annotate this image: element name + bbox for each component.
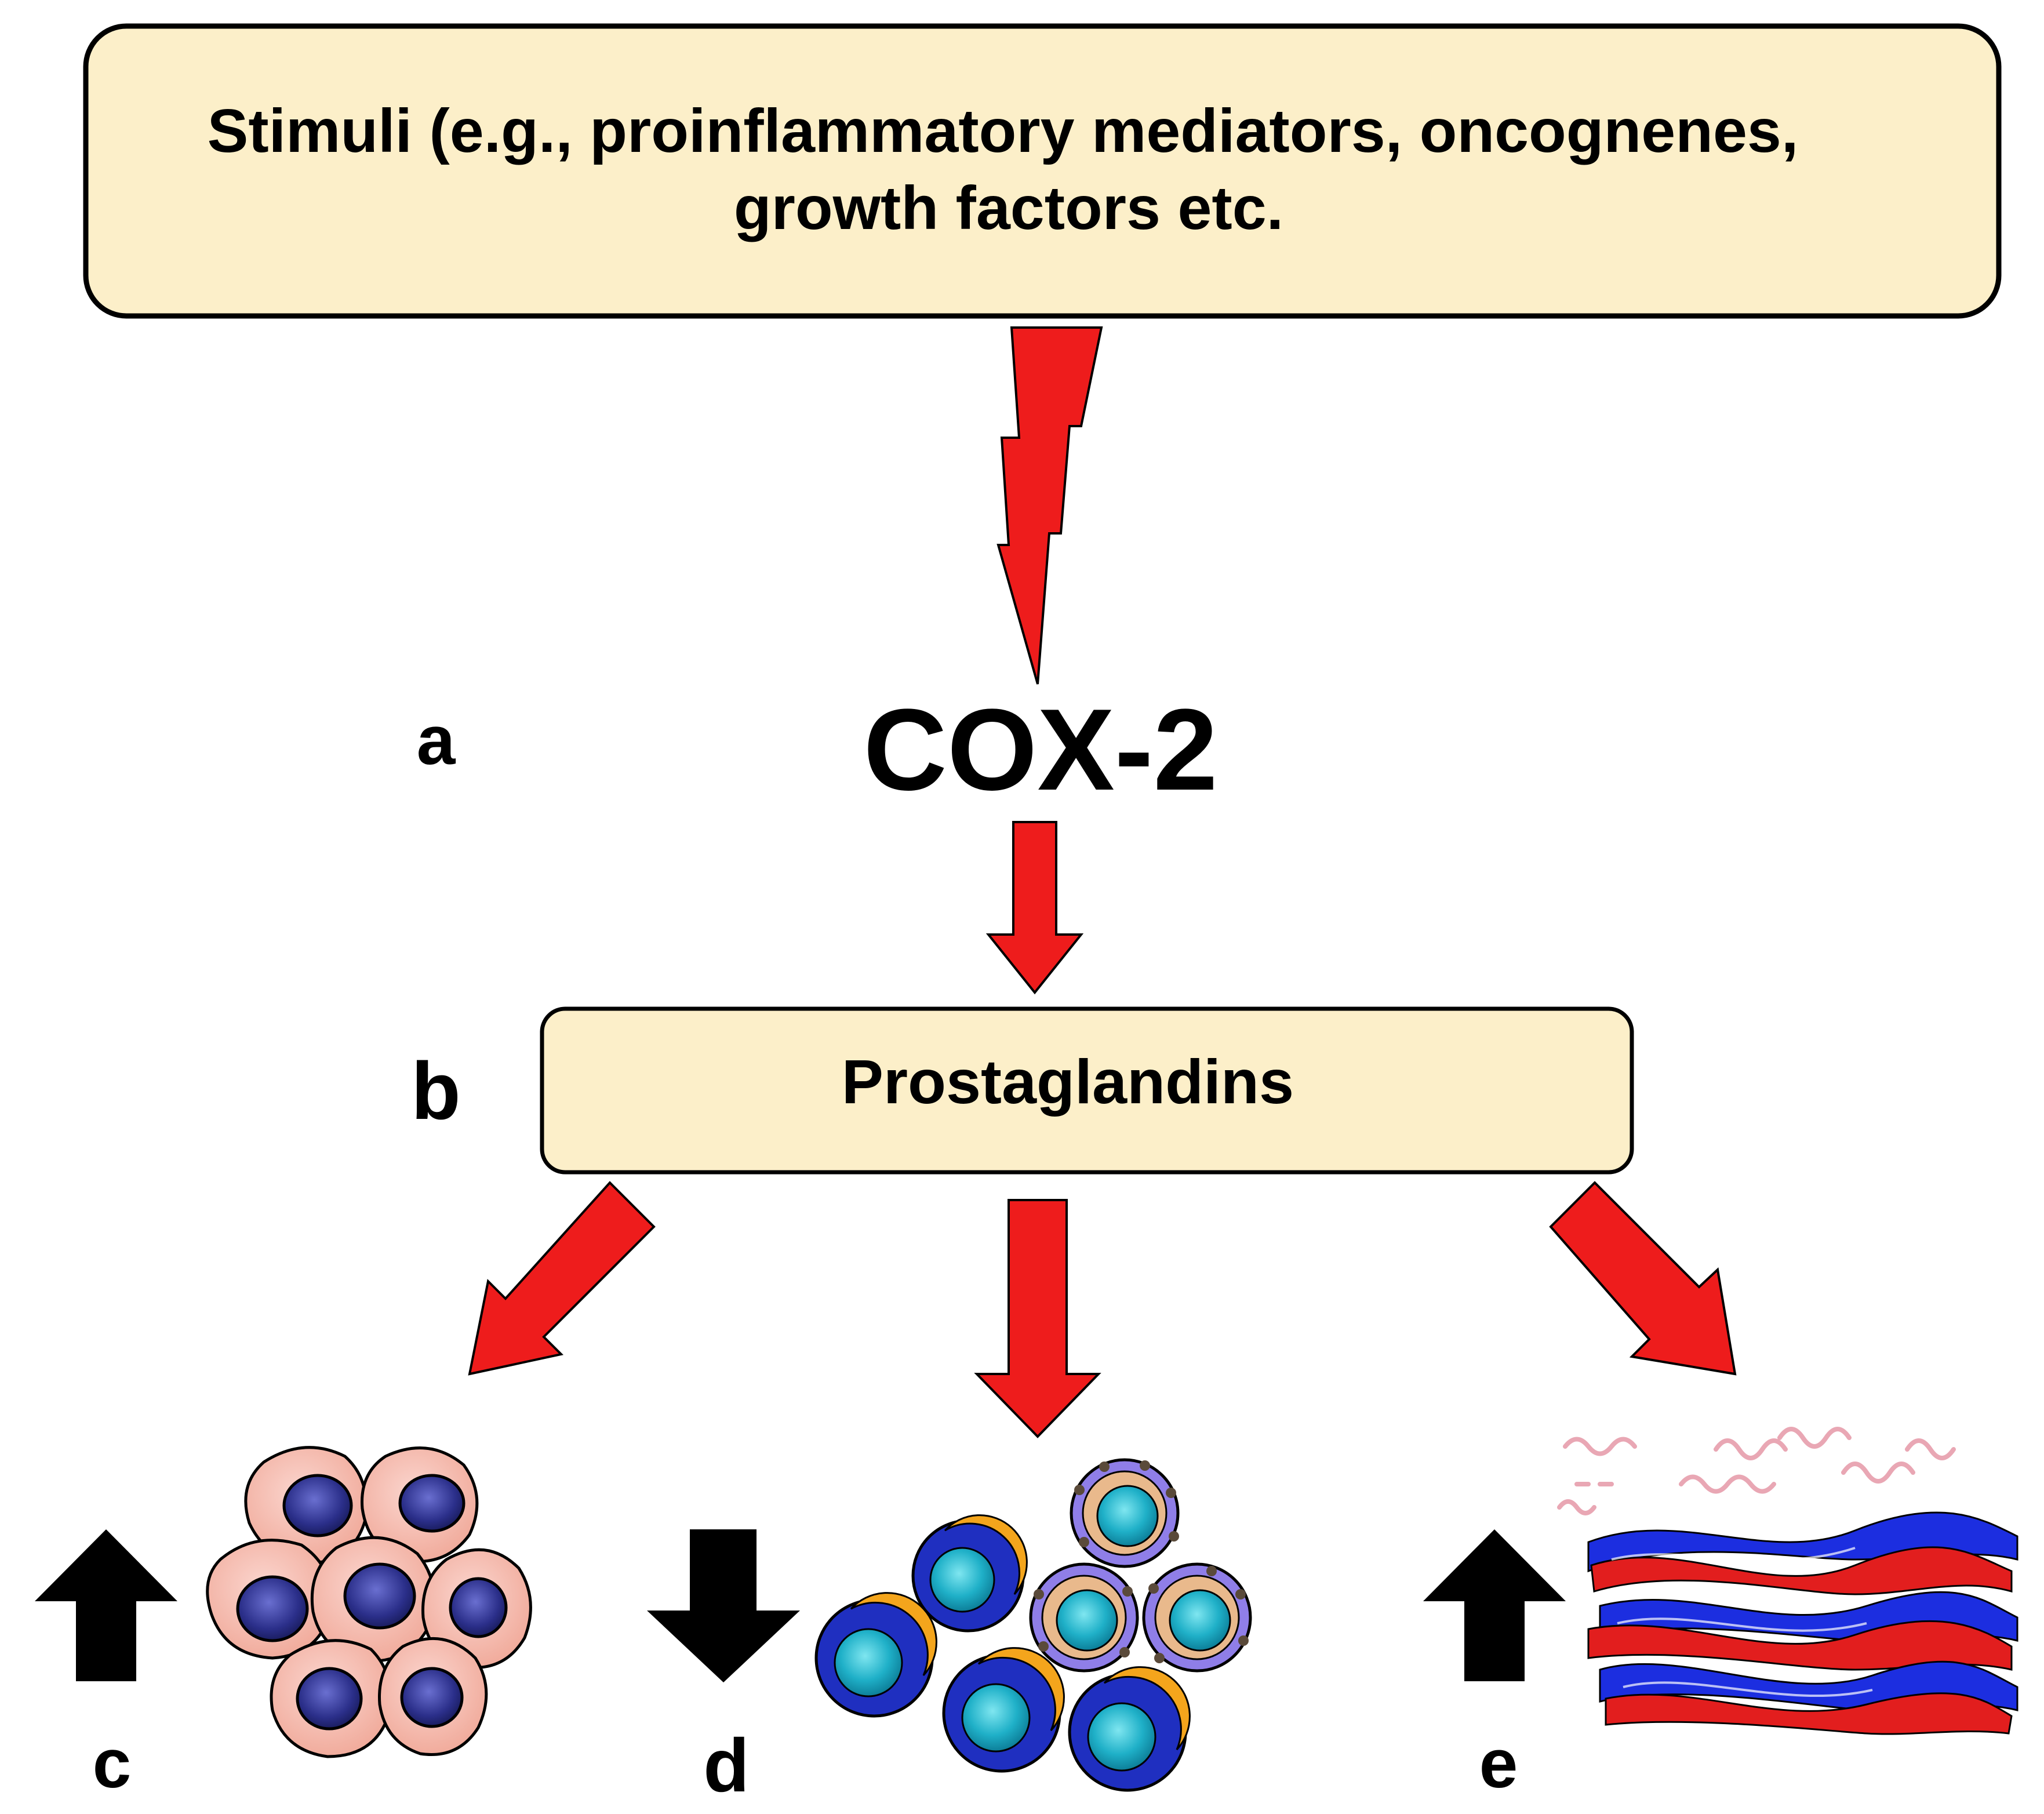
tumor-cell xyxy=(310,1536,436,1663)
enzyme-label: COX-2 xyxy=(863,685,1217,815)
stimuli-line-1: Stimuli (e.g., proinflammatory mediators… xyxy=(208,97,1799,165)
tumor-cell-cluster-icon xyxy=(206,1446,532,1758)
panel-letter-b: b xyxy=(411,1045,461,1136)
panel-letter-d: d xyxy=(703,1723,749,1808)
panel-letter-a: a xyxy=(417,701,456,779)
arrow-right-icon xyxy=(1549,1181,1737,1376)
blood-vessel-bundle-icon xyxy=(1557,1427,2018,1735)
prostaglandins-label: Prostaglandins xyxy=(842,1046,1294,1117)
granular-cell xyxy=(1029,1562,1139,1673)
lymphocyte-cell xyxy=(942,1647,1065,1773)
increase-arrow-icon-c xyxy=(35,1529,177,1681)
decrease-arrow-icon-d xyxy=(647,1529,800,1682)
tumor-cell xyxy=(421,1548,532,1669)
fibrous-background xyxy=(1557,1427,1956,1515)
panel-letter-e: e xyxy=(1479,1725,1518,1802)
granular-cell xyxy=(1142,1562,1252,1673)
down-arrow-icon xyxy=(985,821,1084,995)
granule-dots xyxy=(1034,1460,1249,1663)
branch-arrows xyxy=(468,1181,1737,1438)
vessel-strands xyxy=(1587,1511,2018,1735)
lymphocyte-cell xyxy=(814,1592,937,1718)
immune-cell-cluster-icon xyxy=(814,1458,1252,1792)
stimuli-box: Stimuli (e.g., proinflammatory mediators… xyxy=(83,23,2002,319)
lymphocyte-cell xyxy=(911,1514,1028,1633)
stimuli-line-2: growth factors etc. xyxy=(734,174,1283,242)
lymphocyte-cell xyxy=(1068,1666,1191,1792)
increase-arrow-icon-e xyxy=(1423,1529,1566,1681)
panel-letter-c: c xyxy=(93,1725,132,1802)
tumor-cell xyxy=(361,1446,479,1564)
tumor-cell xyxy=(270,1639,392,1758)
arrow-center-icon xyxy=(974,1199,1101,1438)
vessel-highlights xyxy=(1611,1547,1873,1697)
prostaglandins-box: Prostaglandins xyxy=(540,1006,1634,1175)
lightning-bolt-icon xyxy=(996,326,1103,685)
arrow-left-icon xyxy=(468,1181,656,1376)
granular-cell xyxy=(1070,1458,1180,1568)
tumor-cell xyxy=(378,1637,488,1757)
